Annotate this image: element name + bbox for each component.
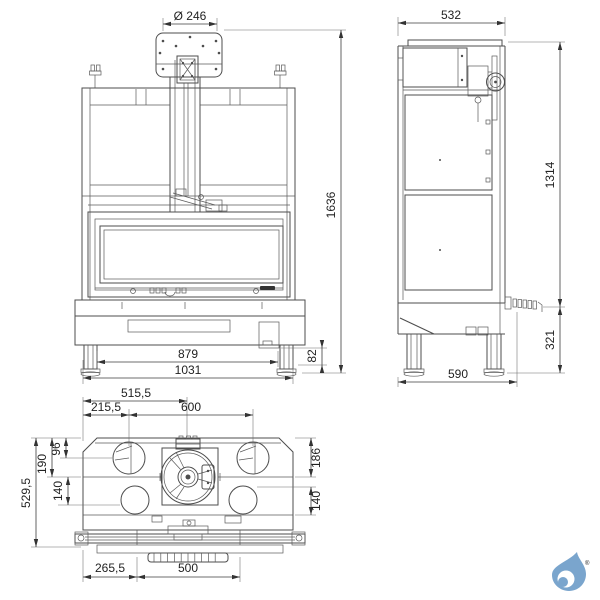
dim-side-upper-height: 1314 bbox=[508, 41, 565, 307]
dim-plan-door-width: 500 bbox=[137, 557, 241, 582]
plan-outlet-circles bbox=[112, 441, 270, 475]
front-column bbox=[169, 60, 201, 212]
dim-label-door-width: 500 bbox=[178, 561, 198, 575]
registered-mark: ® bbox=[585, 560, 590, 567]
front-base bbox=[74, 299, 306, 349]
side-base bbox=[398, 302, 505, 336]
dim-label-140-left: 140 bbox=[51, 481, 65, 501]
dim-plan-186: 186 bbox=[295, 437, 323, 478]
dim-side-depth: 532 bbox=[397, 8, 506, 36]
front-flue-plate bbox=[155, 32, 223, 78]
side-pulley bbox=[467, 55, 505, 122]
dim-plan-140-left: 140 bbox=[51, 477, 120, 506]
front-gearbox bbox=[176, 55, 199, 84]
dim-plan-outlet-spacing: 600 bbox=[129, 400, 254, 446]
dim-label-140-right: 140 bbox=[309, 491, 323, 511]
dim-label-lower-height: 321 bbox=[543, 330, 557, 350]
dim-label-96: 96 bbox=[49, 442, 63, 456]
door-handle bbox=[164, 291, 176, 297]
dim-plan-190: 190 bbox=[35, 438, 81, 478]
plan-door-assembly bbox=[74, 515, 306, 563]
side-view bbox=[397, 39, 543, 377]
dim-label-upper-height: 1314 bbox=[543, 161, 557, 188]
dim-side-base-depth: 590 bbox=[397, 312, 518, 387]
brand-plate bbox=[260, 286, 275, 290]
dim-label-outlet-spacing: 600 bbox=[181, 400, 201, 414]
dim-label-side-depth: 532 bbox=[441, 8, 461, 22]
front-damper-mechanism bbox=[160, 188, 238, 213]
front-glass bbox=[99, 225, 284, 284]
dim-plan-140-right: 140 bbox=[257, 486, 323, 516]
plan-fan bbox=[160, 447, 219, 506]
dim-label-inner-width: 879 bbox=[178, 347, 198, 361]
plan-view bbox=[74, 435, 306, 563]
side-legs bbox=[403, 333, 505, 377]
dim-label-186: 186 bbox=[309, 448, 323, 468]
dim-label-base-depth: 590 bbox=[448, 367, 468, 381]
dim-label-door-offset: 265,5 bbox=[95, 561, 125, 575]
side-motor-box bbox=[397, 47, 468, 88]
dim-label-190: 190 bbox=[35, 454, 49, 474]
dim-front-total-height: 1636 bbox=[224, 29, 346, 374]
dim-label-outlet-offset: 215,5 bbox=[91, 400, 121, 414]
front-view bbox=[74, 32, 306, 377]
dim-front-total-width: 1031 bbox=[82, 360, 294, 384]
side-flex-hose bbox=[504, 296, 543, 312]
dim-label-flue-diameter: Ø 246 bbox=[174, 9, 207, 23]
drop-inner-dot bbox=[558, 577, 568, 587]
dim-label-plinth-height: 82 bbox=[305, 349, 319, 363]
dim-plan-door-offset: 265,5 bbox=[82, 550, 138, 582]
side-lid bbox=[398, 39, 505, 47]
plan-flue-collar bbox=[175, 435, 201, 450]
plan-outline bbox=[82, 437, 294, 531]
dim-front-inner-width: 879 bbox=[96, 347, 279, 367]
side-firebox bbox=[403, 89, 500, 291]
dim-plan-96: 96 bbox=[49, 438, 112, 459]
brand-logo: ® bbox=[552, 552, 590, 591]
front-body bbox=[81, 87, 296, 301]
side-shell bbox=[397, 46, 506, 334]
front-hooks bbox=[89, 64, 287, 88]
dim-front-plinth: 82 bbox=[281, 340, 327, 373]
dim-label-center-offset: 515,5 bbox=[121, 386, 151, 400]
dim-label-total-height: 1636 bbox=[324, 191, 338, 218]
dim-front-flue: Ø 246 bbox=[162, 9, 218, 31]
dim-plan-center: 515,5 bbox=[82, 386, 188, 441]
front-door bbox=[87, 211, 291, 298]
dim-label-plan-depth: 529,5 bbox=[19, 478, 33, 508]
dim-side-lower-height: 321 bbox=[507, 306, 565, 374]
dim-label-total-width: 1031 bbox=[175, 363, 202, 377]
dimensions: Ø 246 1636 82 879 1031 bbox=[19, 8, 565, 582]
dim-plan-depth: 529,5 bbox=[19, 437, 81, 548]
dim-plan-outlet-left: 215,5 bbox=[83, 400, 130, 446]
plan-inlet-circles bbox=[120, 485, 258, 515]
